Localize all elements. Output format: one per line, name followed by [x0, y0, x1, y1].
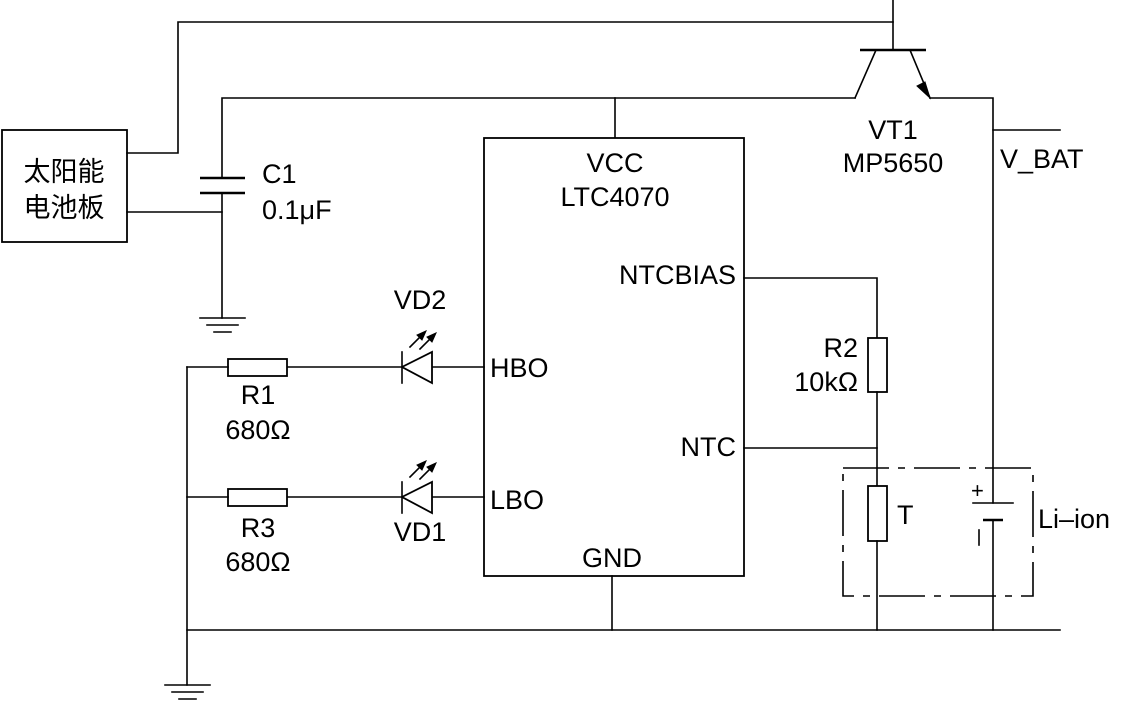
led-vd2-triangle [400, 350, 433, 385]
ic-ntcbias-pin-label: NTCBIAS [619, 260, 736, 290]
transistor-vt1 [853, 48, 932, 100]
vd2-label: VD2 [394, 285, 447, 315]
thermistor-t [867, 485, 888, 542]
transistor-emitter-arrow [916, 81, 932, 100]
v-bat-label: V_BAT [1000, 144, 1084, 174]
thermistor-label: T [897, 500, 914, 530]
ic-box [483, 137, 745, 577]
led-vd2-emission-arrowhead-2 [426, 332, 437, 343]
c1-value: 0.1μF [262, 195, 332, 225]
r1-label: R1 [241, 380, 276, 410]
vt1-part-label: MP5650 [843, 148, 944, 178]
solar-panel-label-line1: 太阳能 [24, 157, 105, 188]
wire-emitter-to-battery [929, 97, 994, 504]
transistor-collector [853, 48, 878, 100]
battery-plus-sign: + [971, 478, 984, 503]
wire-top-rail [221, 97, 856, 179]
r3-value: 680Ω [225, 547, 290, 577]
battery-label: Li–ion [1038, 504, 1110, 534]
resistor-r3 [227, 488, 288, 507]
ic-hbo-pin-label: HBO [490, 353, 549, 383]
r3-label: R3 [241, 513, 276, 543]
ic-ltc4070: VCC LTC4070 NTCBIAS HBO NTC LBO GND [483, 137, 745, 577]
r2-value: 10kΩ [794, 367, 858, 397]
ic-part-label: LTC4070 [560, 182, 669, 212]
led-vd1-emission-arrowhead-1 [416, 460, 427, 471]
ic-gnd-pin-label: GND [582, 543, 642, 573]
c1-label: C1 [262, 159, 297, 189]
solar-panel-label-line2: 电池板 [24, 193, 105, 224]
ground-symbol-bottom [164, 684, 211, 700]
resistor-r1 [227, 358, 288, 377]
led-vd2 [400, 330, 437, 385]
wire-panel-to-base [126, 21, 894, 154]
ground-symbol-top [199, 317, 246, 333]
vd1-label: VD1 [394, 517, 447, 547]
solar-panel-box [1, 129, 128, 243]
led-vd2-emission-arrowhead-1 [416, 330, 427, 341]
battery-pack-outline [842, 467, 1034, 597]
capacitor-c1 [200, 176, 245, 195]
r2-label: R2 [823, 333, 858, 363]
led-vd1-triangle [400, 480, 433, 515]
ic-lbo-pin-label: LBO [490, 485, 544, 515]
r1-value: 680Ω [225, 415, 290, 445]
vt1-label: VT1 [868, 115, 918, 145]
led-vd1 [400, 460, 437, 515]
solar-panel: 太阳能 电池板 [1, 129, 128, 243]
ic-ntc-pin-label: NTC [681, 432, 737, 462]
resistor-r2 [867, 337, 888, 393]
led-vd1-emission-arrowhead-2 [426, 462, 437, 473]
ic-vcc-pin-label: VCC [586, 148, 643, 178]
wire-ntcbias [743, 277, 878, 339]
battery-cell: + [971, 478, 1014, 546]
